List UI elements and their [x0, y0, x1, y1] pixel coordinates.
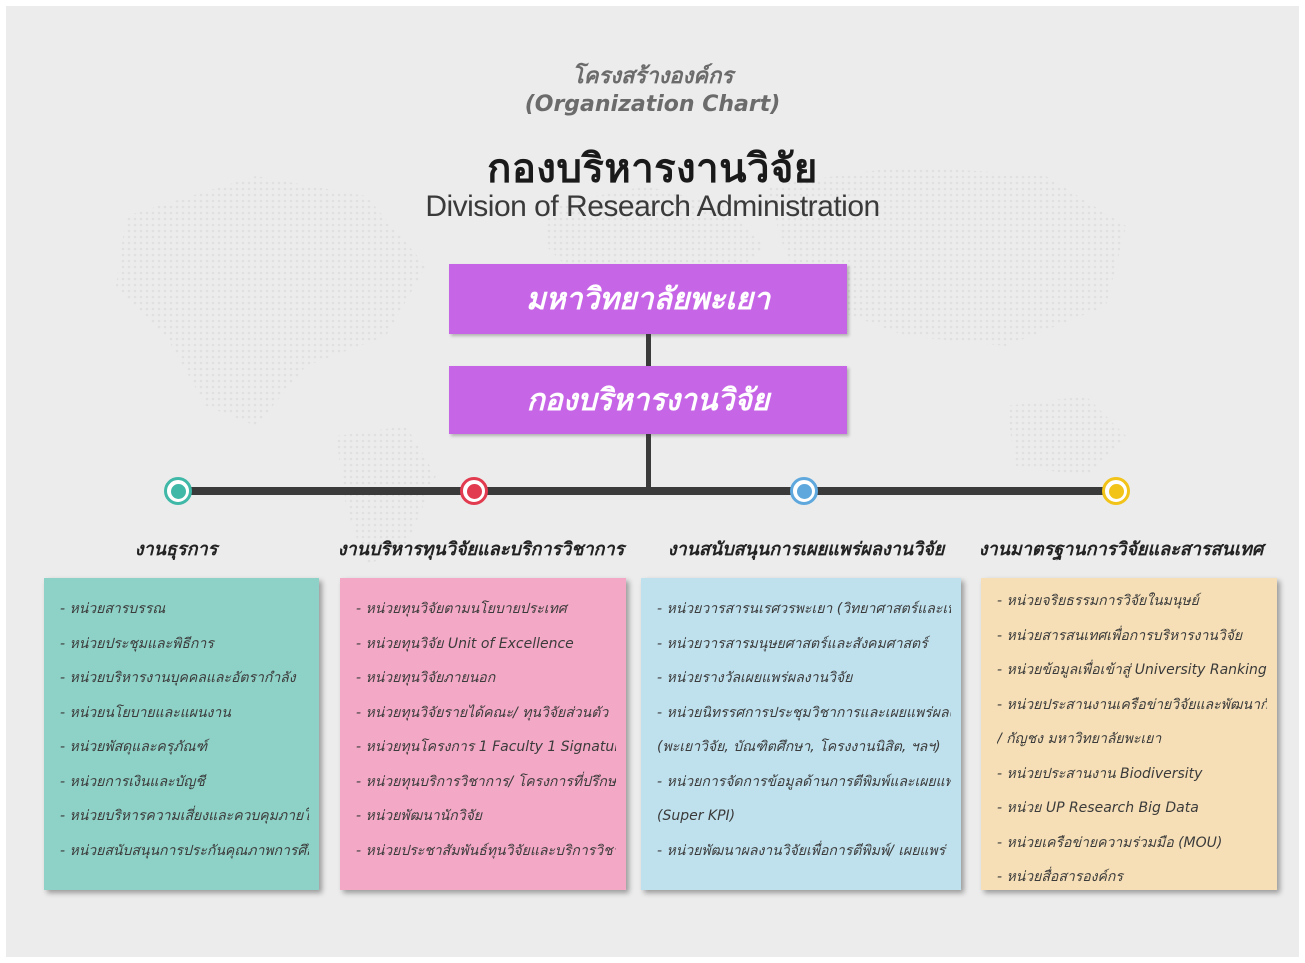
list-item: - หน่วยวารสารนเรศวรพะเยา (วิทยาศาสตร์และ… [657, 601, 951, 617]
node-dot [796, 483, 812, 499]
list-item: - หน่วยจริยธรรมการวิจัยในมนุษย์ [997, 593, 1199, 609]
section-panel-research-standards: - หน่วยจริยธรรมการวิจัยในมนุษย์ - หน่วยส… [981, 578, 1277, 890]
section-panel-general-admin: - หน่วยสารบรรณ - หน่วยประชุมและพิธีการ -… [44, 578, 319, 890]
list-item: / กัญชง มหาวิทยาลัยพะเยา [997, 731, 1162, 747]
branch-node-research-funding [460, 477, 488, 505]
list-item: - หน่วยนโยบายและแผนงาน [60, 704, 231, 721]
list-item: - หน่วยทุนวิจัยภายนอก [356, 670, 496, 686]
list-item: (พะเยาวิจัย, บัณฑิตศึกษา, โครงงานนิสิต, … [657, 739, 941, 755]
list-item: - หน่วยทุนบริการวิชาการ/ โครงการที่ปรึกษ… [356, 773, 616, 790]
chart-title-english: (Organization Chart) [524, 92, 781, 117]
division-name-thai: กองบริหารงานวิจัย [487, 146, 818, 192]
section-panel-publication-support: - หน่วยวารสารนเรศวรพะเยา (วิทยาศาสตร์และ… [641, 578, 961, 890]
section-heading: งานมาตรฐานการวิจัยและสารสนเทศ [978, 539, 1264, 560]
division-name-english: Division of Research Administration [425, 190, 880, 223]
chart-title-thai: โครงสร้างองค์กร [571, 64, 734, 89]
list-item: - หน่วยการเงินและบัญชี [60, 773, 205, 790]
list-item: - หน่วยพัสดุและครุภัณฑ์ [60, 739, 208, 755]
section-heading: งานธุรการ [134, 539, 218, 560]
list-item: - หน่วยสนับสนุนการประกันคุณภาพการศึกษา [60, 842, 309, 859]
list-item: - หน่วยพัฒนาผลงานวิจัยเพื่อการตีพิมพ์/ เ… [657, 842, 946, 859]
branch-node-research-standards [1102, 477, 1130, 505]
node-dot [1108, 483, 1124, 499]
section-heading: งานบริหารทุนวิจัยและบริการวิชาการ [337, 539, 625, 560]
branch-node-publication-support [790, 477, 818, 505]
section-panel-research-funding: - หน่วยทุนวิจัยตามนโยบายประเทศ - หน่วยทุ… [340, 578, 626, 890]
list-item: - หน่วยข้อมูลเพื่อเข้าสู่ University Ran… [997, 662, 1267, 678]
list-item: - หน่วยเครือข่ายความร่วมมือ (MOU) [997, 834, 1223, 851]
list-item: - หน่วยสารสนเทศเพื่อการบริหารงานวิจัย [997, 627, 1243, 644]
list-item: - หน่วยทุนวิจัยรายได้คณะ/ ทุนวิจัยส่วนตั… [356, 704, 609, 721]
list-item: - หน่วยทุนวิจัยตามนโยบายประเทศ [356, 601, 567, 617]
node-dot [170, 483, 186, 499]
list-item: - หน่วยพัฒนานักวิจัย [356, 808, 482, 824]
list-item: - หน่วยสารบรรณ [60, 601, 166, 617]
list-item: - หน่วยประสานงาน Biodiversity [997, 765, 1203, 782]
list-item: - หน่วยประชาสัมพันธ์ทุนวิจัยและบริการวิช… [356, 842, 616, 859]
list-item: - หน่วยทุนวิจัย Unit of Excellence [356, 635, 574, 652]
connector-line [646, 334, 651, 366]
list-item: - หน่วย UP Research Big Data [997, 800, 1199, 816]
list-item: - หน่วยประสานงานเครือข่ายวิจัยและพัฒนากั… [997, 696, 1267, 713]
list-item: - หน่วยรางวัลเผยแพร่ผลงานวิจัย [657, 670, 853, 686]
list-item: - หน่วยวารสารมนุษยศาสตร์และสังคมศาสตร์ [657, 635, 928, 652]
section-heading: งานสนับสนุนการเผยแพร่ผลงานวิจัย [667, 539, 945, 560]
list-item: - หน่วยนิทรรศการประชุมวิชาการและเผยแพร่ผ… [657, 704, 951, 721]
list-item: - หน่วยการจัดการข้อมูลด้านการตีพิมพ์และเ… [657, 773, 951, 790]
list-item: - หน่วยประชุมและพิธีการ [60, 635, 214, 652]
list-item: - หน่วยสื่อสารองค์กร [997, 869, 1123, 885]
list-item: - หน่วยทุนโครงการ 1 Faculty 1 Signature [356, 739, 616, 755]
list-item: - หน่วยบริหารความเสี่ยงและควบคุมภายใน [60, 808, 309, 824]
division-box: กองบริหารงานวิจัย [449, 366, 847, 434]
org-chart-canvas: โครงสร้างองค์กร (Organization Chart) กอง… [6, 6, 1299, 957]
list-item: (Super KPI) [657, 808, 736, 824]
branch-line [177, 487, 1117, 495]
branch-node-general-admin [164, 477, 192, 505]
university-box: มหาวิทยาลัยพะเยา [449, 264, 847, 334]
list-item: - หน่วยบริหารงานบุคคลและอัตรากำลัง [60, 670, 296, 686]
connector-line [646, 434, 651, 492]
node-dot [466, 483, 482, 499]
